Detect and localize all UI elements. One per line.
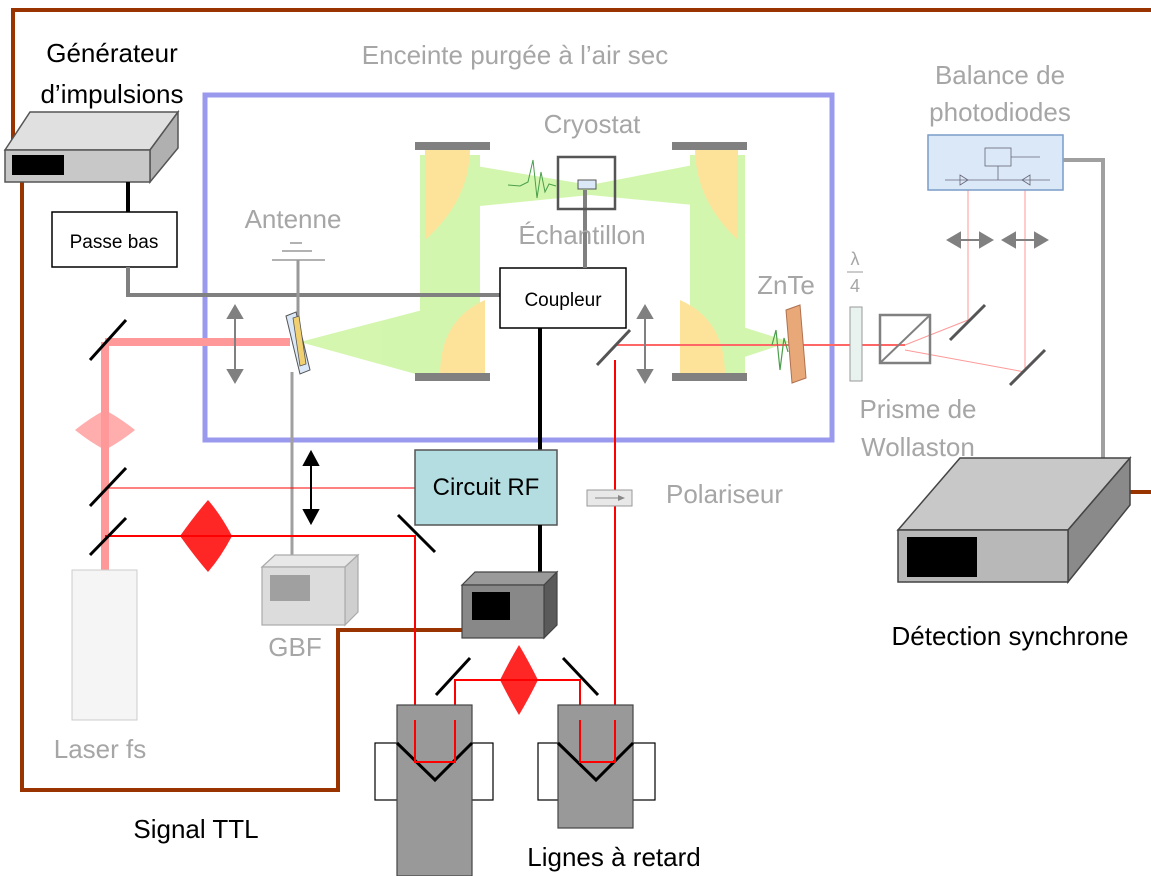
wollaston-label-1: Prisme de (859, 394, 976, 424)
cryostat-label: Cryostat (544, 109, 642, 139)
delay-line-2 (537, 704, 656, 829)
rf-circuit-label: Circuit RF (433, 474, 540, 501)
low-pass-label: Passe bas (70, 232, 159, 253)
antenna-label: Antenne (245, 204, 342, 234)
purged-enclosure (202, 92, 835, 443)
four-label: 4 (850, 276, 860, 296)
coupler-label: Coupleur (524, 290, 602, 311)
pulse-generator-label-2: d’impulsions (40, 79, 183, 109)
photoconductive-antenna (285, 311, 311, 375)
function-generator (260, 553, 360, 627)
translation-arrows (226, 231, 1049, 384)
fs-laser (71, 569, 138, 721)
photodiode-label-1: Balance de (935, 60, 1065, 90)
wollaston-label-2: Wollaston (861, 432, 975, 462)
pulse-generator-label-1: Générateur (46, 38, 178, 68)
znte-crystal (785, 304, 807, 384)
lock-in-label: Détection synchrone (891, 621, 1128, 651)
ttl-signal-label: Signal TTL (133, 814, 258, 844)
sample-label: Échantillon (518, 220, 645, 250)
delay-line-1 (374, 704, 494, 876)
photodiode-label-2: photodiodes (929, 97, 1071, 127)
optical-pulse-3 (500, 645, 538, 715)
wollaston-prism (878, 313, 932, 365)
antenna-translation-arrow (302, 449, 320, 526)
znte-label: ZnTe (757, 270, 815, 300)
focus-cone (230, 338, 290, 346)
lambda-label: λ (851, 249, 860, 269)
optical-pulse-2 (180, 500, 232, 572)
gbf-label: GBF (268, 632, 321, 662)
coupler-box (499, 267, 627, 329)
cryostat-box (556, 155, 617, 211)
laser-beams (101, 185, 1026, 721)
pulse-generator (3, 109, 180, 185)
thz-eo-waveform (771, 329, 789, 371)
photodiode-balance-box (927, 134, 1064, 191)
optical-pulse-1 (75, 410, 135, 450)
parabolic-mirrors (415, 142, 747, 381)
lock-in-amplifier (896, 455, 1132, 585)
polarizer-label: Polariseur (666, 479, 783, 509)
thz-waveform (507, 159, 557, 199)
sample (577, 179, 597, 190)
rf-modulator (460, 570, 559, 640)
antenna-symbol (272, 242, 325, 318)
low-pass-filter (51, 211, 178, 268)
flat-mirrors (88, 303, 1047, 697)
photodiode-circuit (945, 147, 1050, 186)
laser-label: Laser fs (54, 734, 147, 764)
delay-lines-label: Lignes à retard (527, 842, 700, 872)
quarter-wave-plate (849, 306, 863, 382)
enclosure-label: Enceinte purgée à l’air sec (362, 40, 668, 70)
rf-circuit-box (414, 449, 558, 526)
